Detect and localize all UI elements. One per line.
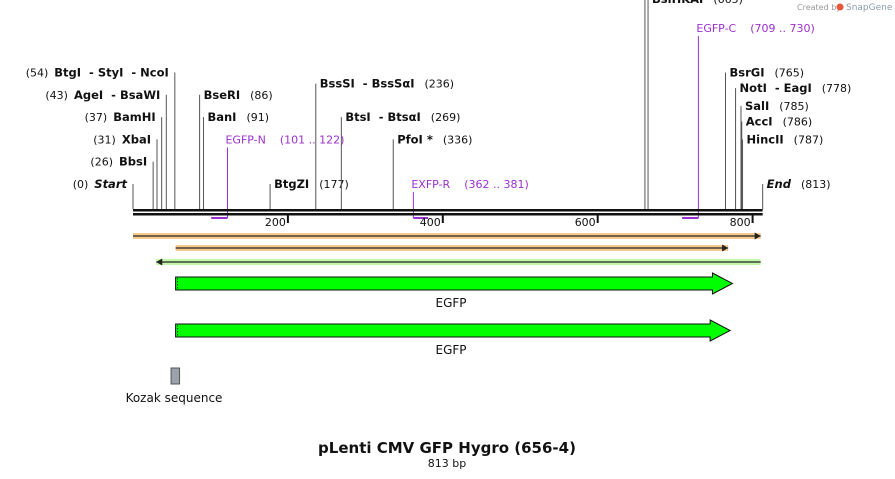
site-noti-eagi[interactable]: NotI - EagI (778) [735, 81, 852, 209]
site-bmri[interactable]: BmrI(661) [644, 0, 719, 209]
ruler-ticks: 200 400 600 800 [265, 215, 754, 229]
site-name: PfoI * [397, 132, 433, 146]
site-btgzi[interactable]: BtgZI (177) [269, 177, 349, 209]
site-position: (43) [45, 89, 68, 102]
site-name: Start [94, 177, 127, 191]
site-position: (787) [794, 133, 824, 146]
feature-label: EGFP [435, 343, 466, 357]
primer-exfp-r[interactable]: EXFP-R (362 .. 381) [411, 178, 529, 219]
site-name: NotI - EagI [740, 81, 812, 95]
site-position: (765) [774, 67, 804, 80]
sequence-backbone [133, 209, 763, 216]
site-position: (236) [425, 78, 455, 91]
site-bamhi[interactable]: BamHI (37) [85, 110, 163, 209]
site-position: (336) [443, 133, 473, 146]
site-name: BseRI [204, 88, 241, 102]
ruler-tick-label: 800 [730, 216, 751, 229]
feature-label: Kozak sequence [126, 391, 223, 405]
primer-range: (362 .. 381) [464, 178, 529, 191]
site-bbsi[interactable]: BbsI (26) [90, 155, 154, 209]
restriction-sites: Start(0)BbsI(26)XbaI(31)BamHI(37)AgeI - … [26, 0, 852, 210]
site-name: BsrGI [729, 66, 764, 80]
site-xbai[interactable]: XbaI (31) [93, 132, 158, 209]
primer-range: (101 .. 122) [280, 133, 345, 146]
feature-egfp[interactable]: EGFP [175, 319, 732, 357]
site-bseri[interactable]: BseRI (86) [199, 88, 273, 209]
primer-name: EXFP-R [411, 178, 450, 191]
ruler-tick-label: 200 [265, 216, 286, 229]
ruler-tick-label: 600 [575, 216, 596, 229]
ruler-tick-label: 400 [420, 216, 441, 229]
site-position: (91) [246, 111, 269, 124]
site-name: BanI [207, 110, 236, 124]
feature-label: EGFP [435, 296, 466, 310]
site-position: (813) [801, 178, 831, 191]
orf-3[interactable] [156, 258, 761, 266]
site-bsihkai[interactable]: BsiHKAI (665) [647, 0, 743, 209]
site-position: (26) [90, 156, 113, 169]
site-position: (778) [822, 82, 852, 95]
primer-range: (709 .. 730) [750, 22, 815, 35]
site-hincii[interactable]: HincII (787) [742, 132, 824, 209]
site-name: BbsI [119, 155, 147, 169]
site-pfoi-[interactable]: PfoI * (336) [392, 132, 473, 209]
primer-name: EGFP-C [696, 22, 736, 35]
plasmid-title: pLenti CMV GFP Hygro (656-4) [318, 439, 576, 457]
primer-name: EGFP-N [225, 133, 265, 146]
site-agei-bsawi[interactable]: AgeI - BsaWI (43) [45, 88, 167, 209]
site-position: (665) [713, 0, 743, 6]
credit-brand: SnapGene [846, 3, 893, 13]
feature-kozak-sequence[interactable]: Kozak sequence [126, 367, 223, 405]
site-start[interactable]: Start (0) [73, 177, 134, 209]
site-sali[interactable]: SalI (785) [740, 99, 809, 209]
plasmid-length: 813 bp [428, 457, 466, 470]
features: EGFP EGFP Kozak sequence [126, 272, 734, 405]
site-acci[interactable]: AccI (786) [741, 115, 813, 209]
primer-egfp-c[interactable]: EGFP-C (709 .. 730) [682, 22, 815, 219]
site-name: AccI [746, 115, 773, 129]
primers: EGFP-N (101 .. 122) EXFP-R (362 .. 381) EGFP… [211, 22, 815, 219]
primer-egfp-n[interactable]: EGFP-N (101 .. 122) [211, 133, 345, 219]
site-position: (785) [779, 100, 809, 113]
site-position: (54) [26, 67, 49, 80]
site-position: (269) [431, 111, 461, 124]
orf-2[interactable] [175, 244, 729, 252]
site-name: XbaI [122, 132, 151, 146]
site-bani[interactable]: BanI (91) [202, 110, 269, 209]
site-name: BsiHKAI [652, 0, 703, 6]
site-btgi-styi-ncoi[interactable]: BtgI - StyI - NcoI (54) [26, 66, 176, 210]
site-name: AgeI - BsaWI [74, 88, 160, 102]
site-position: (177) [319, 178, 349, 191]
site-name: BtgI - StyI - NcoI [54, 66, 169, 80]
site-name: BamHI [113, 110, 155, 124]
site-name: SalI [745, 99, 769, 113]
site-bsrgi[interactable]: BsrGI (765) [724, 66, 804, 210]
site-position: (37) [85, 111, 108, 124]
site-position: (0) [73, 178, 89, 191]
credit-prefix: Created by [797, 3, 841, 12]
feature-egfp[interactable]: EGFP [175, 272, 734, 310]
snapgene-logo-icon [836, 3, 844, 11]
site-position: (31) [93, 133, 116, 146]
site-bsssi-bsss-i[interactable]: BssSI - BssSαI (236) [315, 77, 455, 209]
site-btsi-bts-i[interactable]: BtsI - BtsαI (269) [340, 110, 461, 209]
orfs [133, 232, 761, 266]
site-name: BssSI - BssSαI [320, 77, 415, 91]
site-name: End [767, 177, 792, 191]
site-name: BtgZI [274, 177, 309, 191]
orf-1[interactable] [133, 232, 761, 240]
site-name: BtsI - BtsαI [345, 110, 420, 124]
site-name: HincII [747, 132, 784, 146]
site-position: (786) [783, 116, 813, 129]
site-position: (86) [250, 89, 273, 102]
site-end[interactable]: End (813) [762, 177, 831, 209]
